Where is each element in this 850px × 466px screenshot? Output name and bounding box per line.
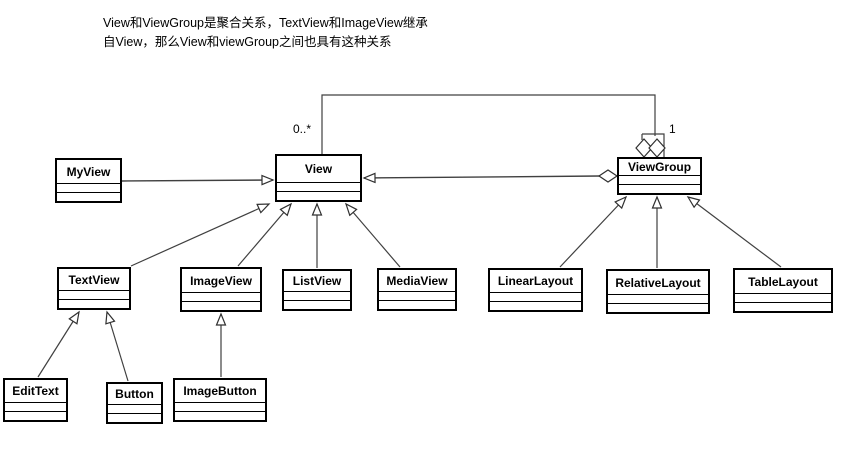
attributes-compartment <box>5 402 66 411</box>
class-listview: ListView <box>282 269 352 311</box>
edge-tablelayout-to-viewgroup <box>686 196 782 268</box>
class-mediaview: MediaView <box>377 268 457 311</box>
attributes-compartment <box>608 294 708 303</box>
edge-textview-to-view <box>130 203 271 267</box>
methods-compartment <box>735 302 831 311</box>
class-title: LinearLayout <box>497 274 574 288</box>
edge-imageview-to-view <box>237 202 293 267</box>
attributes-compartment <box>57 183 120 192</box>
attributes-compartment <box>284 291 350 300</box>
attributes-compartment <box>490 292 581 301</box>
multiplicity-viewgroup: 1 <box>669 122 676 136</box>
attributes-compartment <box>182 292 260 301</box>
methods-compartment <box>608 303 708 312</box>
methods-compartment <box>175 411 265 420</box>
attributes-compartment <box>175 402 265 411</box>
class-title: View <box>304 162 333 176</box>
methods-compartment <box>5 411 66 420</box>
attributes-compartment <box>379 291 455 300</box>
class-title: RelativeLayout <box>615 275 701 290</box>
edge-viewgroup-to-view <box>362 172 601 184</box>
methods-compartment <box>182 301 260 310</box>
edge-linearlayout-to-viewgroup <box>559 195 628 268</box>
methods-compartment <box>59 299 129 308</box>
edge-button-to-textview <box>105 310 129 382</box>
class-title: EditText <box>12 384 59 398</box>
class-title: TableLayout <box>748 274 818 289</box>
aggregation-diamond-right <box>648 138 666 158</box>
class-tablelayout: TableLayout <box>733 268 833 313</box>
attributes-compartment <box>108 404 161 413</box>
class-title: Button <box>115 387 154 401</box>
methods-compartment <box>277 191 360 200</box>
class-title: TextView <box>68 272 120 287</box>
edge-edittext-to-textview <box>37 310 80 378</box>
class-button: Button <box>106 382 163 424</box>
diagram-note: View和ViewGroup是聚合关系，TextView和ImageView继承… <box>103 16 428 49</box>
class-imagebutton: ImageButton <box>173 378 267 422</box>
class-viewgroup: ViewGroup <box>617 157 702 195</box>
class-title: ViewGroup <box>627 160 692 174</box>
attributes-compartment <box>619 175 700 184</box>
class-title: MediaView <box>386 273 448 288</box>
class-myview: MyView <box>55 158 122 203</box>
multiplicity-view: 0..* <box>293 122 312 136</box>
aggregation-diamond-side <box>597 169 619 183</box>
class-title: ImageButton <box>183 384 257 398</box>
attributes-compartment <box>59 290 129 299</box>
methods-compartment <box>619 184 700 193</box>
edge-view-aggregated-by-viewgroup <box>321 94 656 154</box>
class-linearlayout: LinearLayout <box>488 268 583 312</box>
edge-mediaview-to-view <box>344 202 401 268</box>
edge-myview-to-view <box>121 174 275 186</box>
methods-compartment <box>379 300 455 309</box>
class-title: MyView <box>66 164 111 179</box>
class-textview: TextView <box>57 267 131 310</box>
class-view: View <box>275 154 362 202</box>
methods-compartment <box>57 192 120 201</box>
methods-compartment <box>490 301 581 310</box>
attributes-compartment <box>277 182 360 191</box>
methods-compartment <box>108 413 161 422</box>
class-title: ListView <box>292 274 342 288</box>
attributes-compartment <box>735 293 831 302</box>
class-title: ImageView <box>190 273 252 288</box>
class-relativelayout: RelativeLayout <box>606 269 710 314</box>
class-imageview: ImageView <box>180 267 262 312</box>
class-edittext: EditText <box>3 378 68 422</box>
methods-compartment <box>284 300 350 309</box>
